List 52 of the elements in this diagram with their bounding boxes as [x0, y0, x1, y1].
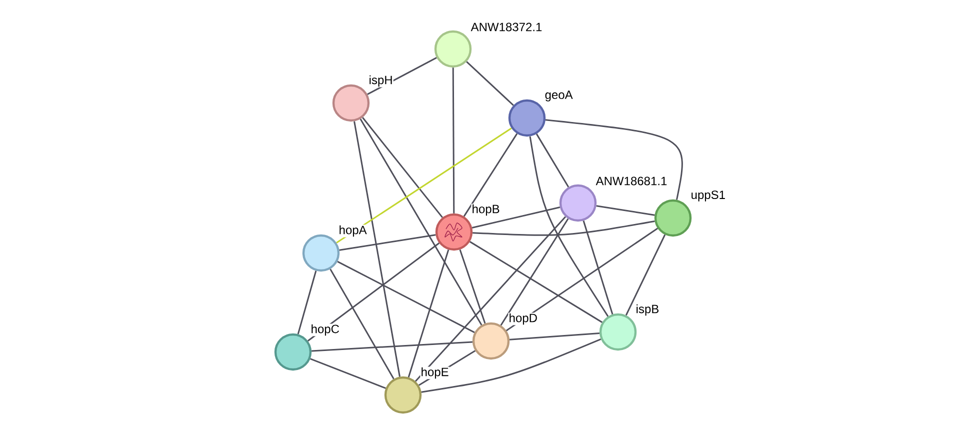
- node-label: uppS1: [690, 190, 726, 202]
- edge-line: [506, 228, 658, 332]
- protein-node: [508, 99, 546, 137]
- node-label: ispB: [635, 304, 660, 316]
- edge-line: [408, 250, 450, 378]
- protein-node: [559, 184, 597, 222]
- edge-line: [421, 338, 602, 393]
- node-label: ispH: [368, 74, 394, 88]
- edge-line: [596, 205, 655, 216]
- node-label: hopE: [420, 366, 450, 380]
- edge-line: [362, 117, 443, 218]
- edge-line: [337, 260, 475, 334]
- edge-line: [307, 242, 440, 342]
- edge-line: [510, 332, 600, 340]
- protein-node: [599, 313, 637, 351]
- protein-node: [274, 333, 312, 371]
- edge-line: [310, 358, 386, 389]
- edge-line: [472, 206, 560, 228]
- edge-line: [336, 128, 512, 244]
- edge-line: [529, 136, 609, 317]
- edge-line: [459, 249, 486, 324]
- edge-line: [545, 119, 683, 200]
- node-label: hopD: [508, 312, 538, 326]
- edge-line: [360, 118, 482, 326]
- edge-line: [582, 220, 614, 314]
- protein-node: [332, 84, 370, 122]
- protein-node: [302, 234, 340, 272]
- edge-line: [470, 241, 603, 323]
- edge-line: [330, 268, 394, 380]
- edge-line: [312, 341, 472, 352]
- node-label: hopA: [338, 224, 368, 238]
- edge-line: [463, 133, 518, 217]
- edge-line: [339, 234, 436, 251]
- protein-node: [435, 213, 473, 251]
- edge-line: [500, 218, 569, 326]
- edge-line: [414, 216, 566, 382]
- node-label: geoA: [544, 90, 574, 102]
- edge-line: [354, 121, 400, 377]
- protein-node: [472, 322, 510, 360]
- edge-line: [536, 134, 570, 188]
- edge-line: [452, 68, 455, 214]
- node-label: ANW18681.1: [595, 176, 668, 186]
- edge-line: [297, 270, 317, 334]
- protein-node: [384, 376, 422, 414]
- node-label: ANW18372.1: [470, 22, 543, 32]
- node-label: hopC: [310, 324, 340, 336]
- protein-node: [654, 199, 692, 237]
- edge-line: [472, 220, 655, 236]
- edge-line: [466, 61, 514, 106]
- node-label: hopB: [471, 204, 500, 216]
- protein-node: [434, 30, 472, 68]
- edge-line: [625, 234, 666, 316]
